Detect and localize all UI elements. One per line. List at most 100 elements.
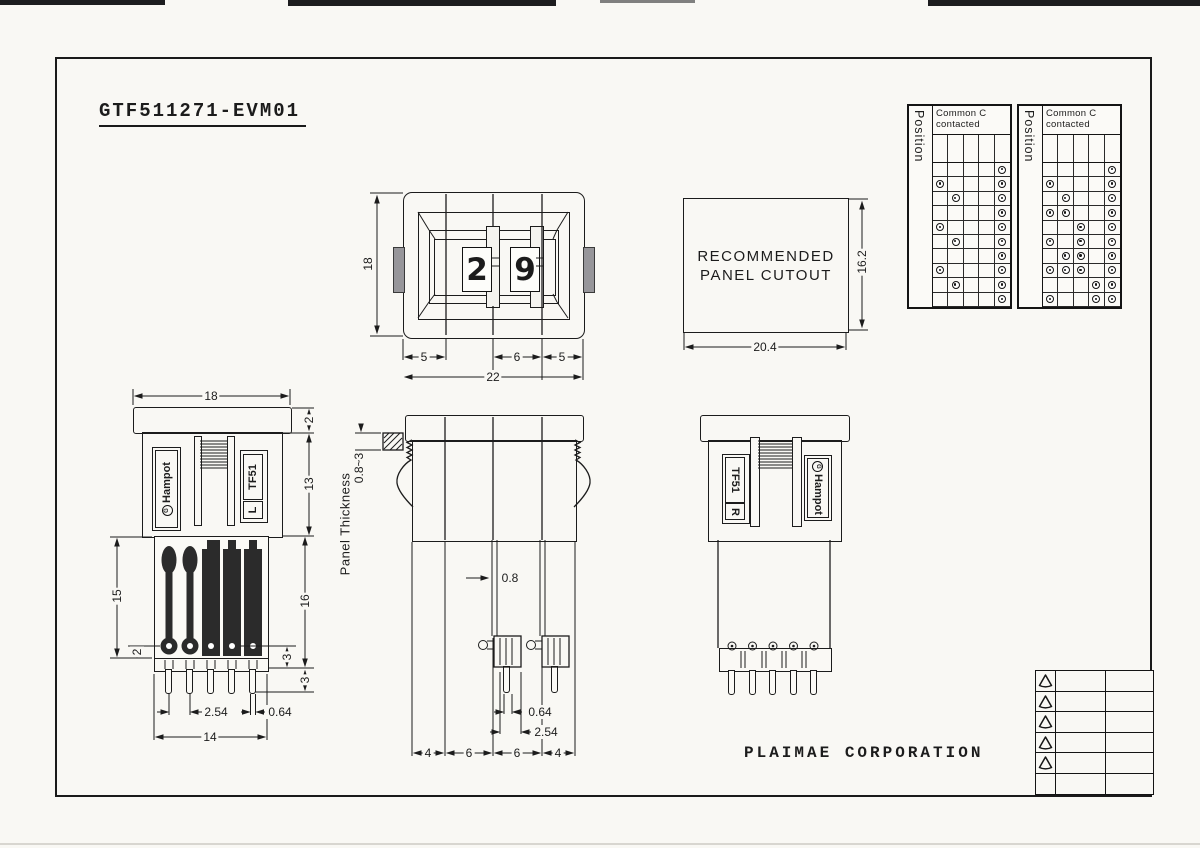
- contact-dot-icon: [1076, 223, 1085, 232]
- dim-mid-pitch: 2.54: [532, 725, 560, 739]
- position-header: Position: [1022, 110, 1036, 163]
- contact-cell: [994, 264, 1010, 279]
- contact-cell: [1058, 191, 1074, 207]
- dim-left-trace: 15: [110, 587, 124, 605]
- contact-subheader-row: [933, 135, 1010, 163]
- digit-value: 9: [514, 251, 536, 288]
- contact-dot-icon: [1046, 266, 1055, 275]
- model-frame: TF51: [725, 457, 745, 503]
- contact-cell: [1104, 278, 1120, 293]
- contact-cell: [933, 220, 949, 235]
- revision-cell: [1036, 753, 1056, 774]
- contact-dot-icon: [998, 280, 1007, 289]
- revision-triangle-icon: [1038, 736, 1053, 750]
- contact-cell: [948, 263, 964, 279]
- pin: [503, 666, 510, 693]
- revision-triangle-icon: [1038, 715, 1053, 729]
- contact-cell: [963, 220, 980, 235]
- contact-cell: [948, 278, 964, 293]
- contact-cell: [963, 177, 980, 192]
- contact-dot-icon: [1108, 223, 1117, 232]
- dim-left-flange: 2: [302, 414, 316, 426]
- contact-dot-icon: [1108, 266, 1117, 275]
- contact-cell: [1043, 249, 1059, 264]
- contact-cell: [963, 206, 980, 221]
- marking-right-text: R: [729, 507, 741, 516]
- contact-cell: [1089, 163, 1105, 178]
- dim-mid-leg-w: 0.8: [499, 571, 521, 585]
- contact-cell: [979, 220, 995, 235]
- contact-dot-icon: [1092, 295, 1101, 304]
- contact-cell: [933, 249, 949, 264]
- dim-mid-seg3: 6: [511, 746, 523, 760]
- contact-cell: [1104, 163, 1120, 178]
- right-view-flange: [700, 415, 850, 442]
- front-side-tab-right: [583, 247, 595, 293]
- revision-block: [1035, 670, 1154, 795]
- contact-cell: [994, 221, 1010, 235]
- model-label-left: TF51 L: [240, 450, 268, 523]
- contact-dot-icon: [1046, 237, 1055, 246]
- right-wheel-column: [792, 437, 802, 527]
- front-side-tab-left: [393, 247, 405, 293]
- pin: [551, 666, 558, 693]
- panel-thickness-label: Panel Thickness: [337, 470, 353, 578]
- contact-dot-icon: [1108, 165, 1117, 174]
- contact-dot-icon: [1061, 194, 1070, 203]
- contact-dot-icon: [1108, 180, 1117, 189]
- contact-cell: [994, 249, 1010, 264]
- contact-dot-icon: [1076, 266, 1085, 275]
- dim-left-pitch: 2.54: [202, 705, 230, 719]
- contact-cell: [1058, 206, 1074, 221]
- revision-cell: [1036, 691, 1056, 712]
- contact-cell: [1043, 292, 1059, 307]
- contact-cell: [979, 249, 995, 264]
- contact-cell: [994, 163, 1010, 178]
- model-text: TF51: [729, 467, 741, 493]
- dim-left-width: 18: [202, 389, 220, 403]
- contact-dot-icon: [1061, 252, 1070, 261]
- contact-cell: [994, 293, 1010, 307]
- contact-cell: [1089, 249, 1105, 264]
- contact-cell: [1058, 220, 1074, 235]
- dim-left-body: 13: [302, 475, 316, 493]
- contact-cell: [1089, 263, 1105, 279]
- panel-cutout-label-1: RECOMMENDED: [697, 247, 835, 265]
- common-header: Common C contacted: [1043, 106, 1120, 135]
- contact-dot-icon: [998, 266, 1007, 275]
- contact-cell: [1058, 278, 1074, 293]
- right-pin-strip: [719, 648, 832, 672]
- contact-cell: [1073, 249, 1090, 264]
- common-header-line1: Common C: [936, 108, 987, 119]
- dim-front-seg-left: 5: [418, 350, 430, 364]
- contact-cell: [1089, 177, 1105, 192]
- contact-cell: [994, 177, 1010, 192]
- dim-left-pin-len: 3: [298, 674, 312, 686]
- contact-cell: [963, 278, 980, 293]
- pin: [810, 670, 818, 695]
- model-text: TF51: [247, 464, 259, 490]
- contact-dot-icon: [1108, 237, 1117, 246]
- contact-dot-icon: [1108, 208, 1117, 217]
- contact-dot-icon: [1108, 295, 1117, 304]
- left-wheel-column: [194, 436, 202, 526]
- contact-dot-icon: [1108, 252, 1117, 261]
- marking-left-text: L: [247, 506, 259, 514]
- contact-cell: [1058, 177, 1074, 192]
- contact-cell: [963, 234, 980, 250]
- contact-cell: [963, 191, 980, 207]
- pin: [186, 669, 194, 694]
- contact-cell: [948, 292, 964, 307]
- contact-cell: [948, 249, 964, 264]
- contact-cell: [963, 163, 980, 178]
- contact-cell: [1089, 292, 1105, 307]
- contact-dot-icon: [998, 165, 1007, 174]
- revision-triangle-icon: [1038, 695, 1053, 709]
- contact-cell: [1073, 292, 1090, 307]
- contact-cell: [1089, 234, 1105, 250]
- contact-cell: [1104, 264, 1120, 279]
- pin: [207, 669, 215, 694]
- scan-artifact: [288, 0, 556, 6]
